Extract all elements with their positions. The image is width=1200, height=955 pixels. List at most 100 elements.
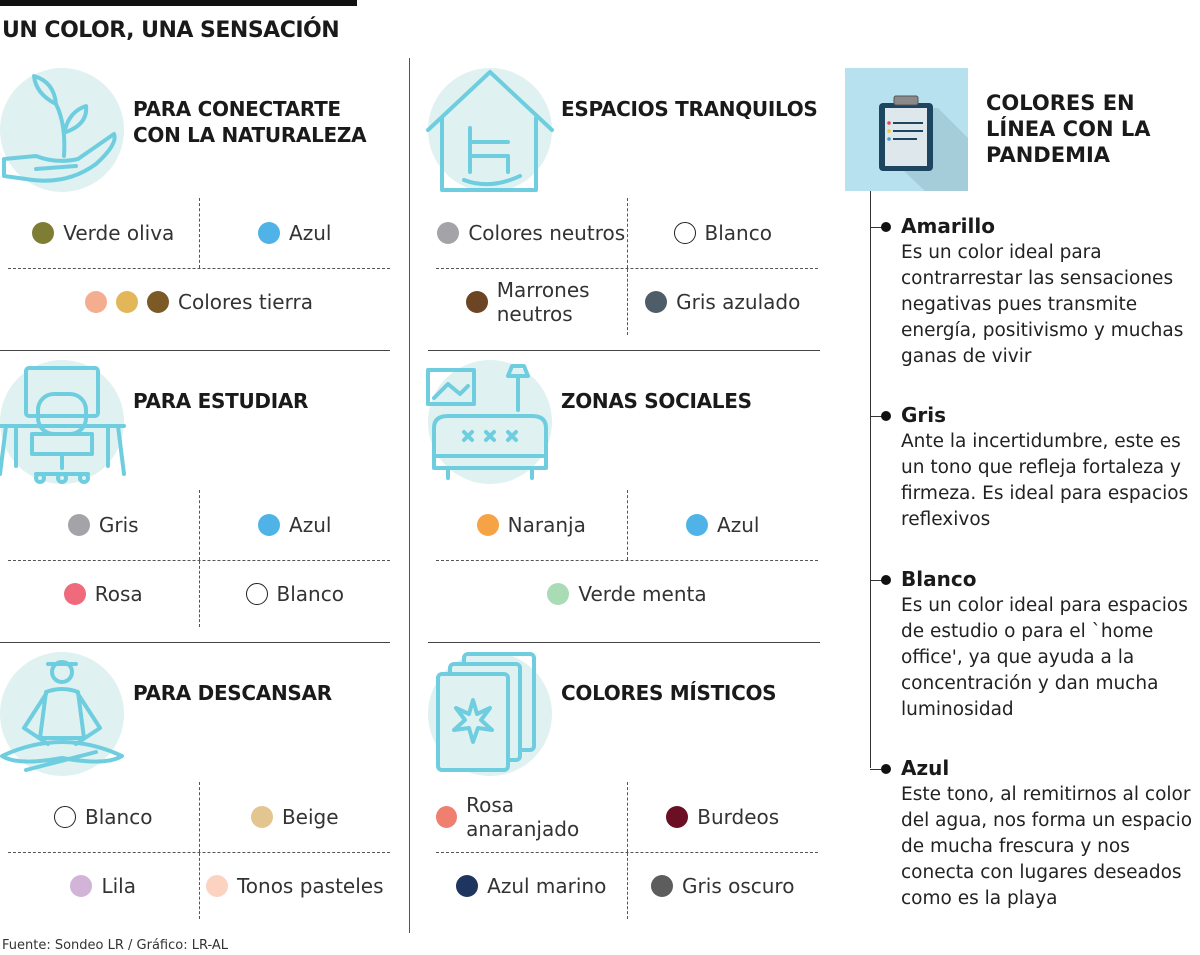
color-swatch (673, 222, 696, 244)
color-label: Blanco (85, 805, 153, 829)
color-swatch (258, 222, 281, 244)
color-swatch (245, 583, 268, 605)
color-swatch (547, 583, 570, 605)
entry-text: Es un color ideal para espacios de estud… (901, 595, 1188, 720)
color-item: Colores neutros (436, 198, 627, 268)
section-title: COLORES MÍSTICOS (561, 681, 777, 705)
color-label: Azul (717, 513, 760, 537)
color-item: Gris (8, 490, 199, 560)
meditation-icon (0, 660, 124, 772)
color-label: Blanco (276, 582, 344, 606)
color-item: Gris oscuro (626, 853, 819, 919)
color-swatch (686, 514, 709, 536)
color-label: Verde oliva (63, 221, 175, 245)
color-swatch (250, 806, 273, 828)
color-item: Verde menta (436, 561, 818, 627)
color-item: Blanco (8, 782, 199, 852)
timeline-tick (870, 769, 882, 770)
bullet-icon (881, 411, 891, 421)
color-row: Marrones neutros Gris azulado (436, 269, 818, 335)
bullet-icon (881, 575, 891, 585)
color-label: Marrones neutros (496, 278, 590, 326)
color-label: Blanco (704, 221, 772, 245)
color-item: Azul (198, 490, 391, 560)
timeline-tick (870, 227, 882, 228)
entry-name: Azul (901, 756, 950, 780)
clipboard-icon (879, 95, 968, 191)
source-footer: Fuente: Sondeo LR / Gráfico: LR-AL (2, 938, 229, 953)
color-swatch (651, 875, 674, 897)
color-swatch (147, 291, 170, 313)
icon-circle (426, 68, 554, 192)
color-row: Colores neutros Blanco (436, 198, 818, 269)
color-swatch (70, 875, 93, 897)
color-row: Verde menta (436, 561, 818, 627)
color-row: Lila Tonos pasteles (8, 853, 390, 919)
color-row: Colores tierra (8, 269, 390, 335)
color-label: Gris oscuro (682, 874, 795, 898)
color-item: Rosa (8, 561, 199, 627)
entry-name: Gris (901, 403, 947, 427)
color-item: Beige (198, 782, 391, 852)
timeline-line (870, 191, 871, 768)
color-row: Gris Azul (8, 490, 390, 561)
icon-circle (426, 360, 552, 484)
icon-circle (0, 68, 124, 192)
color-label: Colores neutros (468, 221, 626, 245)
color-item: Naranja (436, 490, 627, 560)
entry-name: Amarillo (901, 214, 995, 238)
color-label: Azul (289, 221, 332, 245)
color-swatch (437, 222, 460, 244)
color-label: Beige (281, 805, 339, 829)
color-item: Rosa anaranjado (436, 782, 627, 852)
color-label: Verde menta (578, 582, 707, 606)
color-row: Rosa Blanco (8, 561, 390, 627)
column-divider (409, 58, 410, 933)
entry-text: Es un color ideal para contrarrestar las… (901, 242, 1184, 367)
color-item: Azul (198, 198, 391, 268)
color-label: Gris (98, 513, 139, 537)
entry-text: Este tono, al remitirnos al color del ag… (901, 784, 1193, 909)
color-label: Naranja (507, 513, 586, 537)
color-label: Lila (101, 874, 136, 898)
color-item: Verde oliva (8, 198, 199, 268)
tarot-cards-icon (436, 652, 536, 772)
color-swatch (258, 514, 281, 536)
main-title: UN COLOR, UNA SENSACIÓN (2, 18, 340, 43)
color-swatch (63, 583, 86, 605)
section-para-conectarte-con-la-naturaleza: PARA CONECTARTE CON LA NATURALEZA Verde o… (0, 60, 390, 351)
color-label: Gris azulado (676, 290, 801, 314)
bullet-icon (881, 222, 891, 232)
color-label: Colores tierra (178, 290, 313, 314)
icon-circle (0, 652, 124, 776)
icon-circle (0, 360, 126, 484)
color-swatch (67, 514, 90, 536)
color-item: Blanco (198, 561, 391, 627)
color-item: Colores tierra (8, 269, 390, 335)
color-swatch (205, 875, 228, 897)
color-item: Azul marino (436, 853, 627, 919)
color-item: Azul (626, 490, 819, 560)
desk-chair-icon (0, 366, 126, 484)
clipboard-icon-box (845, 68, 968, 191)
house-rocking-chair-icon (426, 70, 554, 192)
pandemic-title: COLORES EN LÍNEA CON LA PANDEMIA (986, 91, 1151, 167)
section-title: PARA DESCANSAR (133, 681, 332, 705)
color-swatch (116, 291, 139, 313)
color-item: Burdeos (626, 782, 819, 852)
bullet-icon (881, 764, 891, 774)
section-title: PARA CONECTARTE CON LA NATURALEZA (133, 97, 367, 147)
color-row: Verde oliva Azul (8, 198, 390, 269)
color-swatch (32, 222, 55, 244)
color-label: Tonos pasteles (236, 874, 384, 898)
color-row: Blanco Beige (8, 782, 390, 853)
section-title: PARA ESTUDIAR (133, 389, 309, 413)
entry-name: Blanco (901, 567, 977, 591)
color-row: Naranja Azul (436, 490, 818, 561)
timeline-tick (870, 416, 882, 417)
